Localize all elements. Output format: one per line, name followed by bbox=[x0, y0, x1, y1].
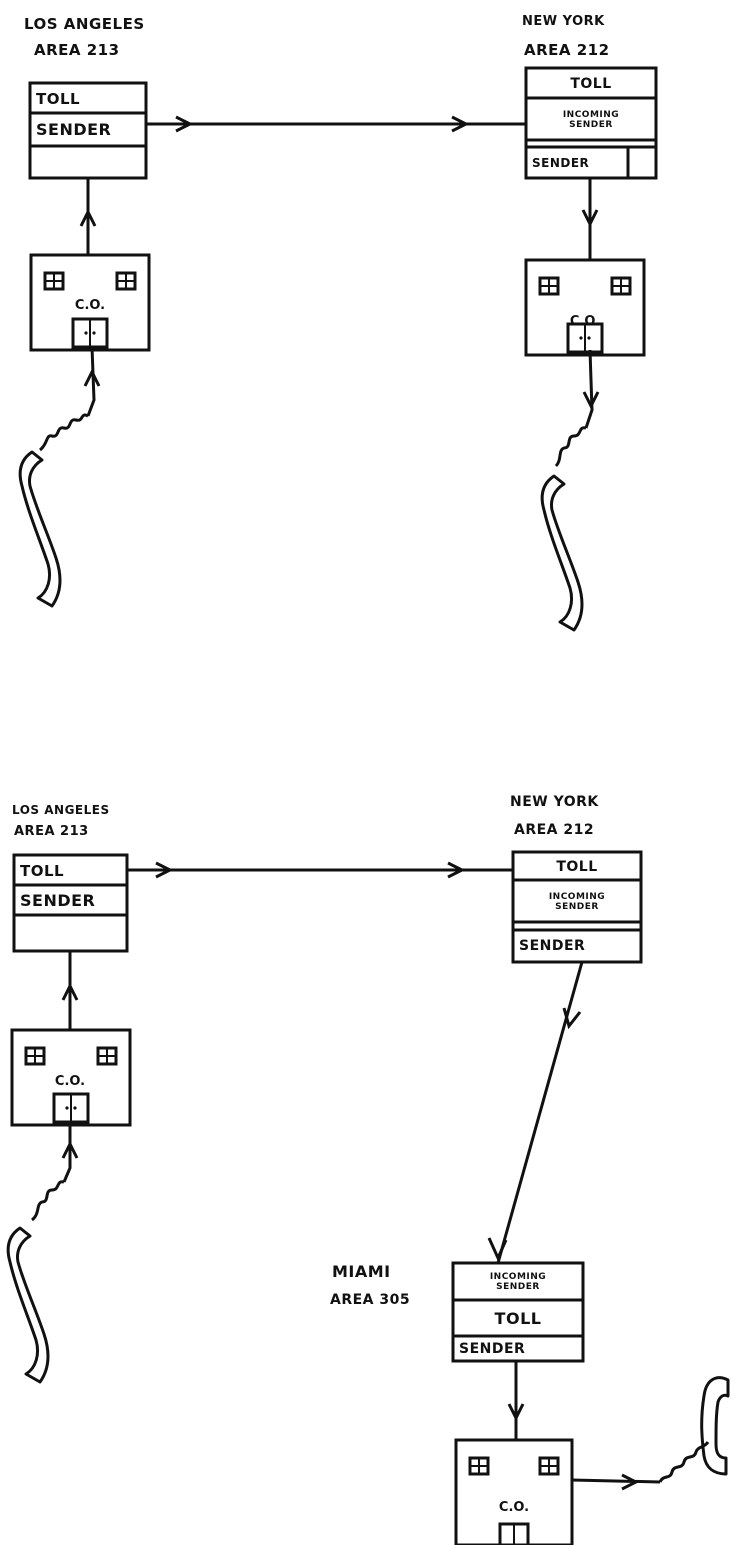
telephone-handset-icon bbox=[702, 1378, 728, 1474]
relay-city-label: NEW YORK bbox=[510, 792, 599, 812]
miami-city-label: MIAMI bbox=[332, 1262, 391, 1282]
relay-sender-cell: SENDER bbox=[515, 932, 639, 960]
ny-to-miami-line bbox=[498, 962, 582, 1263]
miami-sender-cell: SENDER bbox=[455, 1338, 581, 1360]
origin-city-label-2: LOS ANGELES bbox=[12, 800, 110, 820]
telephone-handset-icon bbox=[542, 476, 582, 630]
origin-city-label: LOS ANGELES bbox=[24, 14, 145, 34]
la-sender-cell-2: SENDER bbox=[16, 887, 125, 914]
ny-incoming-label: INCOMING bbox=[563, 110, 619, 120]
la-sender-cell: SENDER bbox=[32, 114, 144, 145]
cord-ny-1 bbox=[556, 350, 598, 466]
ny-incoming-sender-cell: INCOMING SENDER bbox=[528, 100, 654, 139]
relay-incoming-label: INCOMING bbox=[549, 892, 605, 902]
relay-incoming-sender-label: SENDER bbox=[555, 902, 599, 912]
cord-miami bbox=[572, 1442, 708, 1489]
cord-la-2 bbox=[32, 1122, 77, 1220]
co-label: C.O. bbox=[70, 298, 110, 313]
la-toll-cell: TOLL bbox=[32, 85, 144, 112]
relay-incoming-sender-cell: INCOMING SENDER bbox=[515, 882, 639, 921]
miami-toll-cell: TOLL bbox=[455, 1302, 581, 1335]
co-label: C.O. bbox=[565, 314, 605, 329]
central-office-building-icon bbox=[526, 260, 644, 355]
origin-area-label-2: AREA 213 bbox=[14, 822, 89, 842]
co-label: C.O. bbox=[50, 1074, 90, 1089]
la-empty-cell-2 bbox=[16, 917, 125, 949]
central-office-building-miami bbox=[456, 1440, 572, 1545]
miami-incoming-label: INCOMING bbox=[490, 1272, 546, 1282]
miami-area-label: AREA 305 bbox=[330, 1290, 410, 1310]
cord-la-1 bbox=[40, 347, 99, 450]
destination-area-label: AREA 212 bbox=[524, 40, 610, 60]
la-empty-cell bbox=[32, 147, 144, 176]
telephone-handset-icon bbox=[8, 1228, 48, 1382]
relay-area-label: AREA 212 bbox=[514, 820, 594, 840]
miami-incoming-sender-label: SENDER bbox=[496, 1282, 540, 1292]
origin-area-label: AREA 213 bbox=[34, 40, 120, 60]
telephone-handset-icon bbox=[20, 452, 60, 606]
ny-toll-cell: TOLL bbox=[528, 70, 654, 97]
relay-toll-cell: TOLL bbox=[515, 854, 639, 879]
miami-incoming-sender-cell: INCOMING SENDER bbox=[455, 1265, 581, 1299]
ny-incoming-sender-label: SENDER bbox=[569, 120, 613, 130]
la-toll-cell-2: TOLL bbox=[16, 857, 125, 884]
ny-sender-cell: SENDER bbox=[528, 149, 626, 177]
destination-city-label: NEW YORK bbox=[522, 12, 605, 32]
co-label: C.O. bbox=[494, 1500, 534, 1515]
